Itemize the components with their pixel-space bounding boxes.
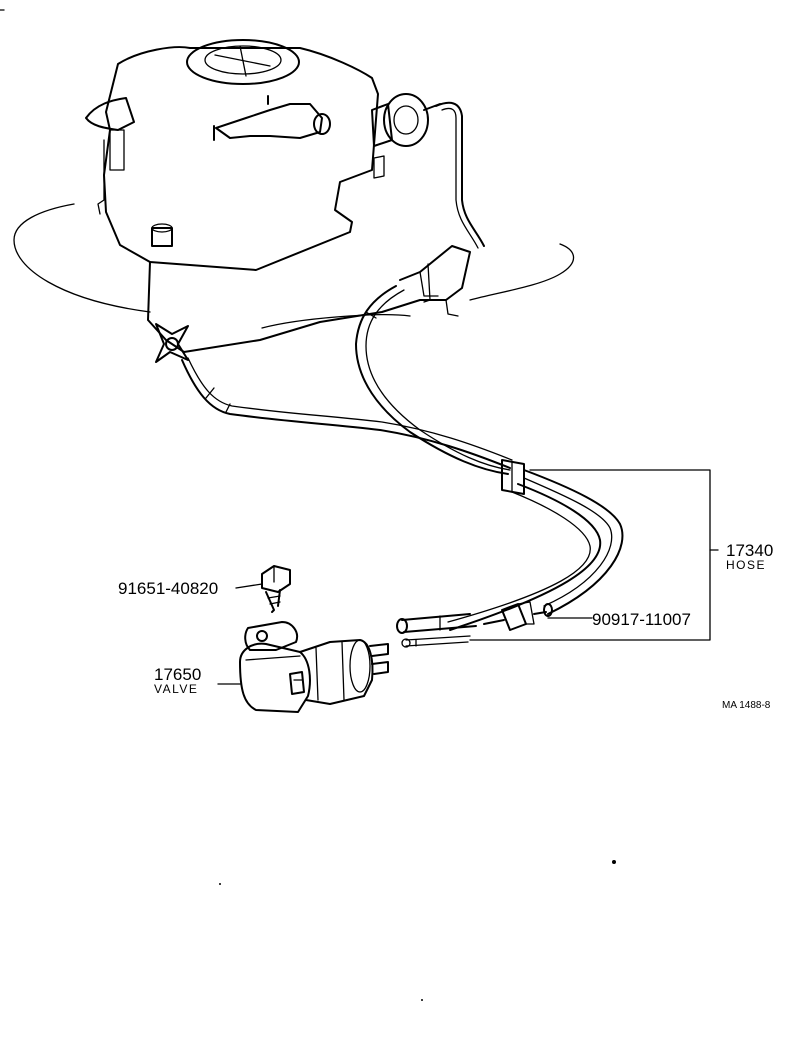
figure-reference: MA 1488-8: [722, 700, 771, 711]
valve-illustration: [217, 621, 389, 713]
hose-routing: [181, 285, 624, 648]
valve-part-number: 17650: [154, 665, 201, 684]
hose-part-number: 17340: [726, 541, 773, 560]
bolt-part-number: 91651-40820: [118, 579, 218, 598]
speck: [612, 860, 616, 864]
check-valve-part-number: 90917-11007: [592, 610, 691, 629]
speck: [421, 999, 423, 1001]
valve-part-name: VALVE: [154, 682, 198, 696]
speck: [219, 883, 221, 885]
bolt-illustration: [235, 565, 291, 613]
hose-bracket: [469, 469, 719, 641]
carburetor-assembly: [13, 39, 575, 363]
hose-part-name: HOSE: [726, 558, 766, 572]
